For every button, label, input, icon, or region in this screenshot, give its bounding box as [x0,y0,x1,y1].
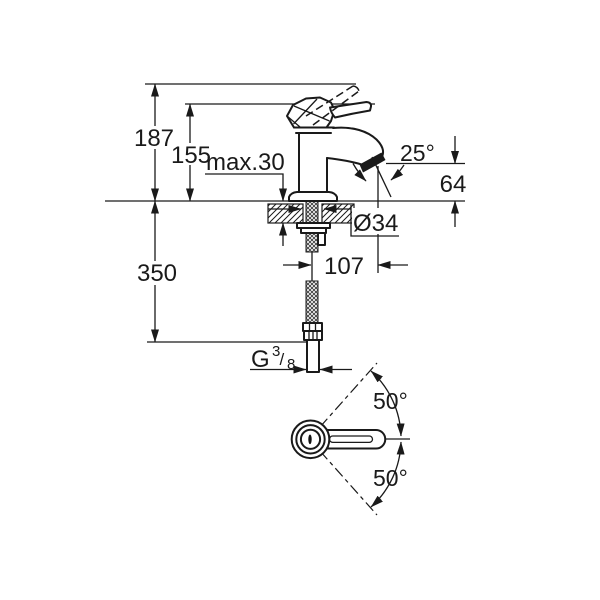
deck-hatch-left [267,203,304,224]
label-backgrounds [133,126,399,285]
cartridge-facets [286,98,330,128]
bg-350 [133,261,181,285]
connection-tube-g38 [306,339,320,373]
bg-155 [170,143,212,165]
label-g38-slash: / [280,350,285,369]
label-max30: max.30 [206,149,285,176]
faucet-front-view [286,85,405,202]
label-187: 187 [134,125,174,152]
spout-outer-curve [332,126,385,157]
label-155: 155 [171,142,211,169]
lever-handle-raised-dashed [305,85,360,126]
dim-line-max30-top [205,173,287,202]
mounting-and-supply [296,200,331,373]
handle-center-mark [308,434,312,445]
swivel-centerline-upper [319,362,378,428]
swivel-arc-lower [370,441,405,508]
spout-inner-curve [326,157,363,166]
hose-crimp [302,322,323,332]
label-350: 350 [137,260,177,287]
label-g38-denominator: 8 [287,356,295,373]
stream-angle-arc-right [390,164,405,181]
hose-end-fitting [302,322,323,341]
label-d34: Ø34 [353,210,398,237]
label-25deg: 25° [400,140,435,166]
flexible-hose [305,280,319,324]
handle-lever-top-view [326,429,387,450]
bg-d34 [352,208,399,234]
swivel-centerline-lower [319,450,378,516]
swivel-arc-upper [370,370,405,437]
lever-slot [328,435,374,444]
shank-side-fitting [317,232,326,246]
aerator-mousseur [359,152,386,173]
bg-187 [133,126,176,149]
label-g38: G 3 / 8 [251,343,295,373]
handle-base-middle-circle [295,424,326,455]
label-g38-letter: G [251,346,270,373]
handle-base-inner-circle [299,428,322,450]
label-50deg-lower: 50° [373,465,408,491]
label-50deg-upper: 50° [373,388,408,414]
stream-direction-line [371,156,392,198]
dimension-labels: 187 155 max.30 25° 64 Ø34 107 350 G 3 / … [134,125,466,491]
d34-leader [350,205,399,237]
label-107: 107 [324,253,364,280]
stream-angle-arc-left [352,163,367,182]
lever-handle-solid [329,101,373,119]
label-64: 64 [440,171,467,198]
faucet-base-flange [288,191,338,202]
deck-hatch-right [321,203,355,224]
mounting-nut [300,227,327,234]
label-g38-numerator: 3 [272,343,280,360]
handle-top-view [290,362,410,516]
